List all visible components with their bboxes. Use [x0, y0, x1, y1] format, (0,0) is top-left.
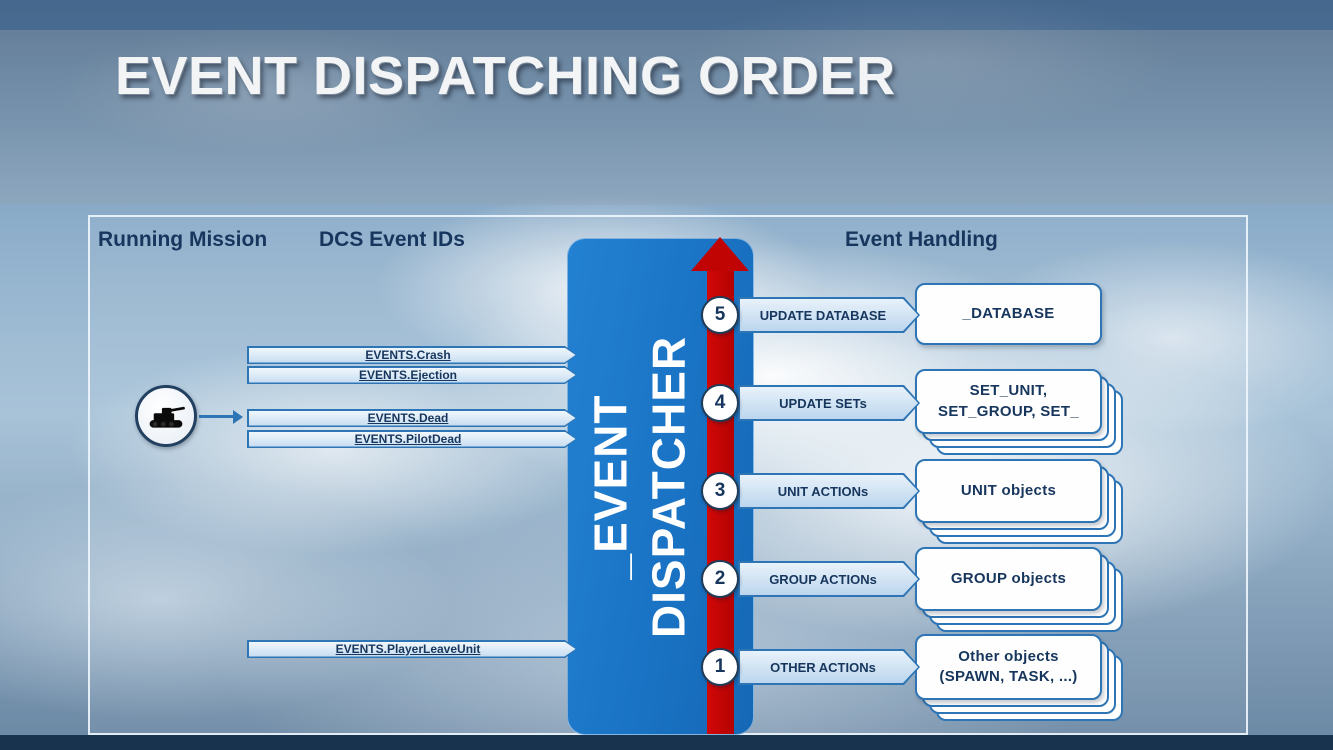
arrow-shape: UNIT ACTIONs — [738, 473, 920, 509]
action-label: GROUP ACTIONs — [769, 571, 877, 587]
unit-badge — [135, 385, 197, 447]
event-arrow-dead: EVENTS.Dead — [247, 409, 577, 427]
top-strip — [0, 0, 1333, 30]
header-running-mission: Running Mission — [98, 228, 268, 251]
arrow-shape: EVENTS.Crash — [247, 346, 577, 364]
unit-connector-arrowhead — [233, 409, 243, 424]
tank-icon — [149, 406, 185, 428]
action-arrow-update-database: UPDATE DATABASE — [738, 297, 920, 333]
event-arrow-pilotdead: EVENTS.PilotDead — [247, 430, 577, 448]
event-label: EVENTS.Crash — [365, 348, 451, 362]
action-label: OTHER ACTIONs — [770, 659, 876, 675]
target-label: SET_UNIT, SET_GROUP, SET_ — [938, 382, 1079, 420]
event-label: EVENTS.Dead — [367, 411, 449, 425]
target-label: Other objects (SPAWN, TASK, ...) — [939, 647, 1078, 685]
event-label: EVENTS.PlayerLeaveUnit — [335, 642, 481, 656]
action-label: UNIT ACTIONs — [777, 483, 869, 499]
arrow-shape: UPDATE DATABASE — [738, 297, 920, 333]
arrow-shape: EVENTS.PilotDead — [247, 430, 577, 448]
diagram-frame: Running Mission DCS Event IDs Event Hand… — [88, 215, 1248, 735]
event-label: EVENTS.Ejection — [358, 368, 458, 382]
action-label: UPDATE DATABASE — [759, 307, 887, 323]
title-band — [0, 30, 1333, 205]
target-box-other-objects: Other objects (SPAWN, TASK, ...) — [915, 634, 1123, 721]
step-badge-3: 3 — [701, 472, 739, 510]
arrow-shape: OTHER ACTIONs — [738, 649, 920, 685]
target-label: UNIT objects — [960, 481, 1057, 499]
event-arrow-playerleaveunit: EVENTS.PlayerLeaveUnit — [247, 640, 577, 658]
header-dcs-event-ids: DCS Event IDs — [319, 228, 465, 251]
bottom-bar — [0, 735, 1333, 750]
target-box-unit-objects: UNIT objects — [915, 459, 1123, 544]
action-arrow-update-sets: UPDATE SETs — [738, 385, 920, 421]
target-box-sets: SET_UNIT, SET_GROUP, SET_ — [915, 369, 1123, 455]
target-box-database: _DATABASE — [915, 283, 1102, 345]
step-badge-1: 1 — [701, 648, 739, 686]
dispatcher-label: _EVENT DISPATCHER — [583, 335, 698, 637]
dispatcher-line1: _EVENT — [584, 394, 637, 579]
page-title: EVENT DISPATCHING ORDER — [115, 46, 896, 106]
header-event-handling: Event Handling — [845, 228, 998, 251]
event-arrow-crash: EVENTS.Crash — [247, 346, 577, 364]
target-label: _DATABASE — [962, 304, 1055, 322]
dispatch-order-arrowhead — [691, 237, 749, 271]
arrow-shape: EVENTS.Ejection — [247, 366, 577, 384]
action-label: UPDATE SETs — [779, 395, 867, 411]
event-label: EVENTS.PilotDead — [354, 432, 462, 446]
target-label: GROUP objects — [950, 569, 1067, 587]
arrow-shape: GROUP ACTIONs — [738, 561, 920, 597]
arrow-shape: EVENTS.Dead — [247, 409, 577, 427]
step-badge-4: 4 — [701, 384, 739, 422]
arrow-shape: UPDATE SETs — [738, 385, 920, 421]
unit-connector-line — [199, 415, 233, 418]
action-arrow-group-actions: GROUP ACTIONs — [738, 561, 920, 597]
arrow-shape: EVENTS.PlayerLeaveUnit — [247, 640, 577, 658]
step-badge-5: 5 — [701, 296, 739, 334]
dispatcher-line2: DISPATCHER — [642, 335, 694, 638]
step-badge-2: 2 — [701, 560, 739, 598]
action-arrow-unit-actions: UNIT ACTIONs — [738, 473, 920, 509]
target-box-group-objects: GROUP objects — [915, 547, 1123, 632]
action-arrow-other-actions: OTHER ACTIONs — [738, 649, 920, 685]
event-arrow-ejection: EVENTS.Ejection — [247, 366, 577, 384]
